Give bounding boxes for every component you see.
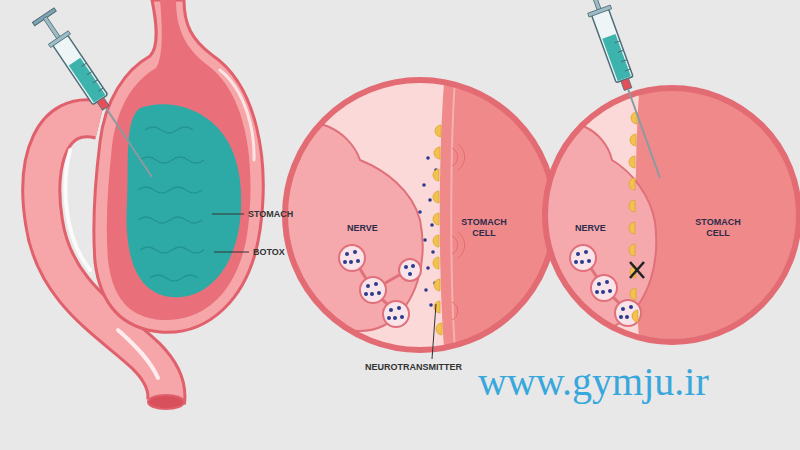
watermark: www.gymju.ir [478,360,709,404]
zoom-circle [285,80,555,350]
stomach-wall [94,0,263,332]
region-label: STOMACH CELL [693,217,743,239]
zoom-circle [545,88,799,342]
cell-region: STOMACH CELL [459,217,509,239]
region-label: NERVE [347,223,378,234]
botox-fill [126,104,241,297]
region-label: STOMACH CELL [459,217,509,239]
stomach-lining [107,0,251,320]
stomach-cell-region [440,70,560,360]
duodenum-opening [148,395,184,409]
part-label: BOTOX [253,247,285,258]
cell-region: NERVE [347,223,378,234]
blocked-cross [630,262,644,278]
cell-region: NERVE [575,223,606,234]
part-label: NEUROTRANSMITTER [363,362,464,373]
part-label: STOMACH [248,209,293,220]
cell-region: STOMACH CELL [693,217,743,239]
region-label: NERVE [575,223,606,234]
stomach-cell-region [636,80,800,355]
